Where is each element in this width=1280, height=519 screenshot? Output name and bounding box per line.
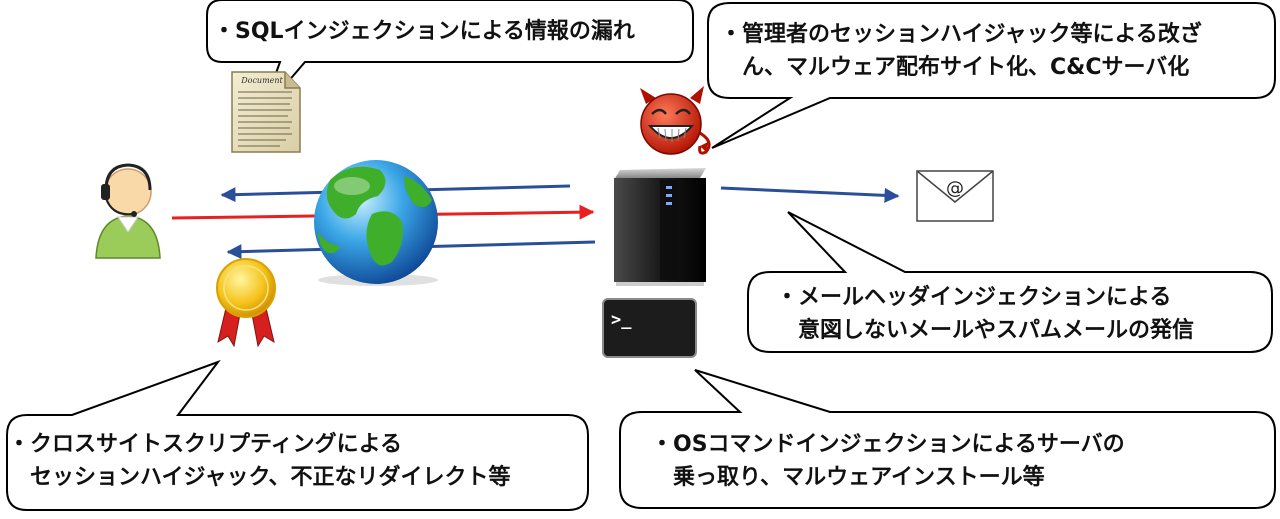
callout-mail-header-injection-text: ・メールヘッダインジェクションによる 意図しないメールやスパムメールの発信: [776, 285, 1195, 343]
callout-session-hijack-admin-text: ・管理者のセッションハイジャック等による改ざ ん、マルウェア配布サイト化、C&C…: [720, 22, 1202, 80]
certificate-medal-icon: [216, 258, 276, 348]
callout-session-hijack-admin-bubble: [707, 1, 1276, 149]
document-icon: Document: [231, 71, 301, 153]
arrow-mail-out: [720, 186, 900, 203]
devil-icon: [640, 86, 711, 155]
callout-os-command-injection-bubble: [619, 369, 1276, 509]
email-at-symbol: @: [946, 178, 964, 199]
callout-sql-injection-text: ・SQLインジェクションによる情報の漏れ: [213, 19, 635, 44]
callout-xss-text: ・クロスサイトスクリプティングによる セッションハイジャック、不正なリダイレクト…: [8, 432, 511, 490]
email-envelope-icon: @: [916, 170, 994, 222]
callout-xss-bubble: [6, 359, 589, 511]
terminal-prompt: >_: [611, 310, 632, 330]
globe-icon: [314, 160, 438, 286]
user-headset-icon: [95, 163, 161, 259]
document-icon-label: Document: [240, 76, 283, 85]
terminal-icon: >_: [602, 298, 697, 358]
callout-os-command-injection-text: ・OSコマンドインジェクションによるサーバの 乗っ取り、マルウェアインストール等: [651, 432, 1125, 490]
server-icon: [614, 168, 706, 286]
callout-mail-header-injection-bubble: [747, 211, 1273, 353]
